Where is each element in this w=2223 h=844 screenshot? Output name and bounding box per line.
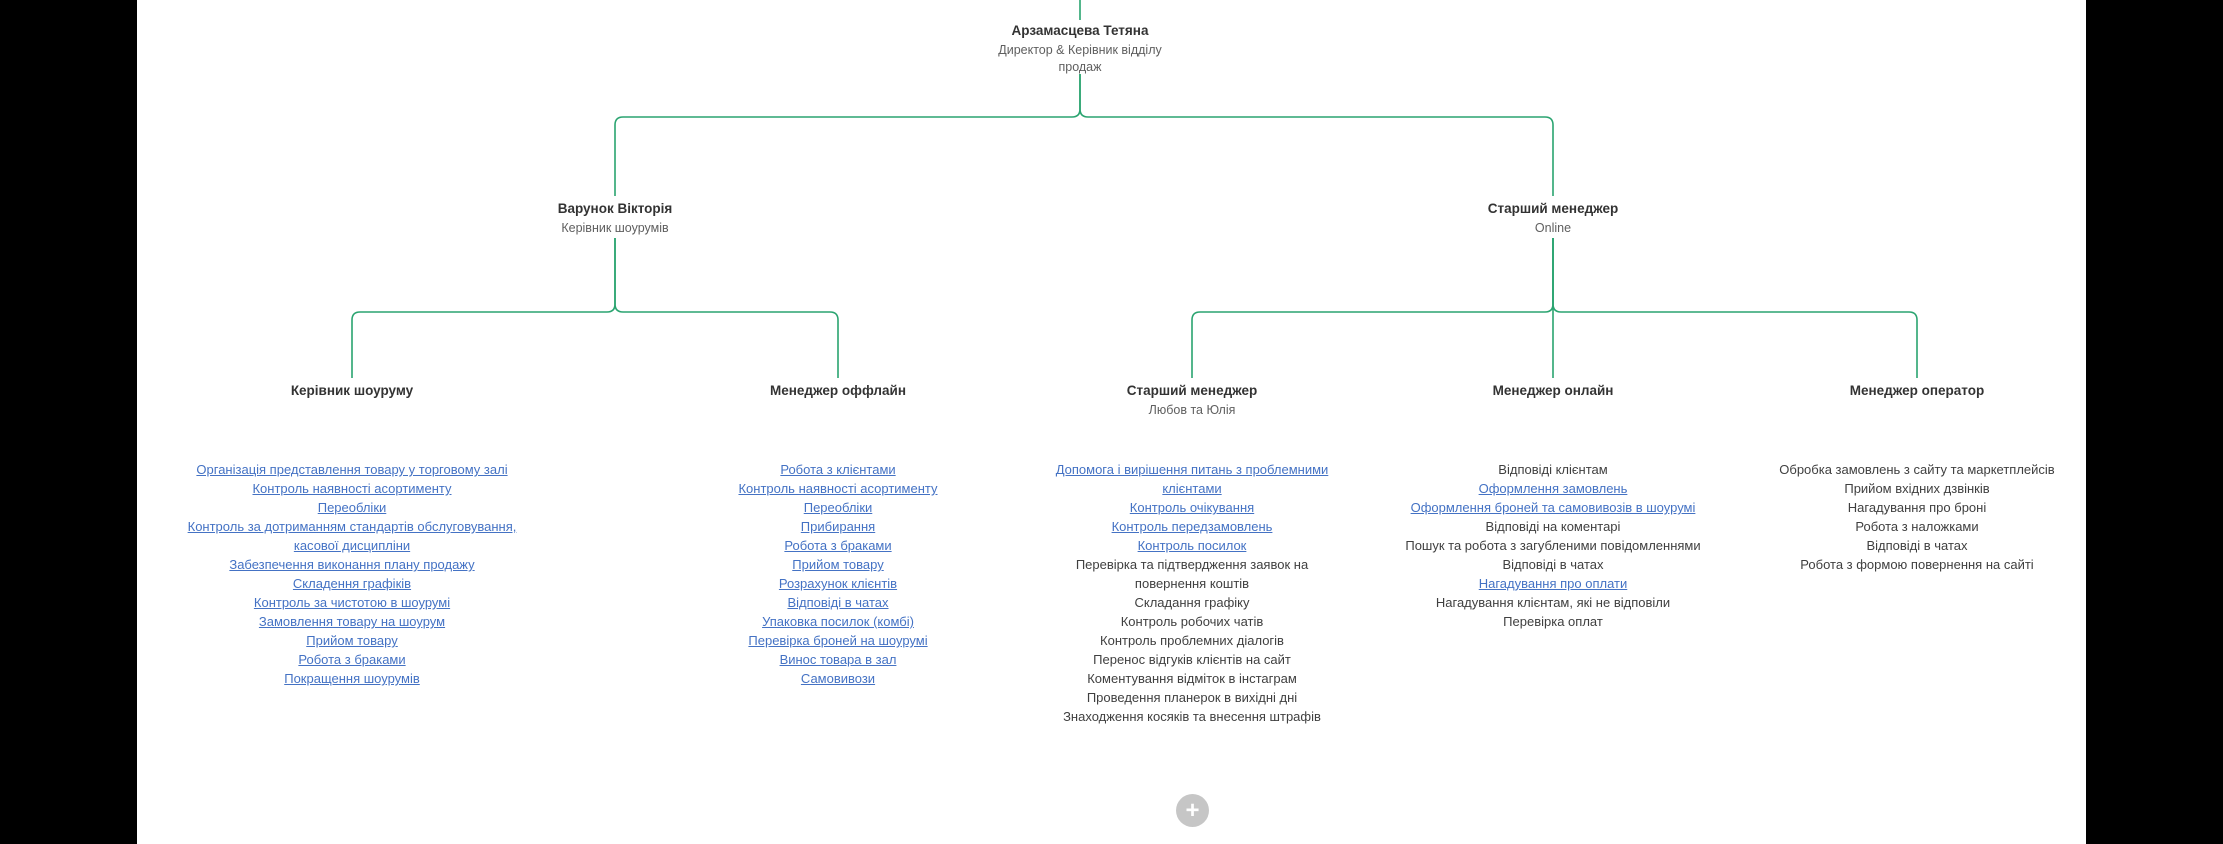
task-link[interactable]: Контроль посилок [1137,538,1247,553]
node-role: Керівник шоурумів [561,221,669,235]
task-text: Відповіді в чатах [1502,557,1604,572]
task-text: Прийом вхідних дзвінків [1844,481,1990,496]
task-text: Перевірка та підтвердження заявок на пов… [1075,557,1309,591]
task-link[interactable]: Прийом товару [306,633,398,648]
node-name: Арзамасцева Тетяна [1011,23,1149,38]
task-link[interactable]: Робота з клієнтами [780,462,896,477]
task-list-manager-operator: Обробка замовлень з сайту та маркетплейс… [1762,460,2072,574]
task-link[interactable]: Відповіді в чатах [787,595,889,610]
task-link[interactable]: Складення графіків [292,576,412,591]
task-text: Контроль проблемних діалогів [1100,633,1284,648]
task-link[interactable]: Прибирання [800,519,876,534]
task-link[interactable]: Контроль передзамовлень [1111,519,1273,534]
task-text: Контроль робочих чатів [1120,614,1264,629]
task-link[interactable]: Контроль за дотриманням стандартів обслу… [187,519,517,553]
org-node-branch-offline[interactable]: Варунок Вікторія Керівник шоурумів [500,200,730,237]
task-link[interactable]: Допомога і вирішення питань з проблемним… [1055,462,1329,496]
task-link[interactable]: Самовивози [800,671,876,686]
team-title: Керівник шоуруму [290,383,414,398]
node-role: Online [1534,221,1572,235]
task-link[interactable]: Упаковка посилок (комбі) [762,614,914,629]
node-role: Директор & Керівник відділу продаж [998,43,1162,74]
task-link[interactable]: Забезпечення виконання плану продажу [229,557,475,572]
task-text: Перенос відгуків клієнтів на сайт [1093,652,1291,667]
team-head-manager-online[interactable]: Менеджер онлайн [1388,382,1718,399]
task-text: Відповіді клієнтам [1498,462,1608,477]
task-text: Нагадування клієнтам, які не відповіли [1435,595,1671,610]
task-link[interactable]: Нагадування про оплати [1478,576,1628,591]
task-text: Робота з наложками [1855,519,1979,534]
plus-icon: + [1185,797,1200,824]
task-text: Складання графіку [1134,595,1250,610]
team-title: Менеджер онлайн [1492,383,1614,398]
task-link[interactable]: Винос товара в зал [779,652,897,667]
task-text: Знаходження косяків та внесення штрафів [1063,709,1321,724]
task-link[interactable]: Контроль за чистотою в шоурумі [253,595,451,610]
task-text: Нагадування про броні [1847,500,1987,515]
task-link[interactable]: Контроль наявності асортименту [738,481,938,496]
add-node-button[interactable]: + [1176,794,1209,827]
task-text: Відповіді в чатах [1866,538,1968,553]
task-link[interactable]: Робота з браками [784,538,892,553]
team-title: Менеджер оператор [1849,383,1985,398]
task-link[interactable]: Розрахунок клієнтів [778,576,898,591]
org-node-branch-online[interactable]: Старший менеджер Online [1438,200,1668,237]
task-text: Обробка замовлень з сайту та маркетплейс… [1779,462,2055,477]
task-text: Відповіді на коментарі [1485,519,1621,534]
team-head-showroom-lead[interactable]: Керівник шоуруму [182,382,522,399]
task-link[interactable]: Переобліки [317,500,387,515]
task-link[interactable]: Оформлення замовлень [1478,481,1628,496]
letterbox-right [2086,0,2223,844]
task-link[interactable]: Контроль очікування [1129,500,1255,515]
task-link[interactable]: Переобліки [803,500,873,515]
task-text: Коментування відміток в інстаграм [1087,671,1297,686]
team-subtitle: Любов та Юлія [1148,403,1236,417]
task-link[interactable]: Перевірка броней на шоурумі [748,633,928,648]
org-node-root[interactable]: Арзамасцева Тетяна Директор & Керівник в… [985,22,1175,76]
task-text: Пошук та робота з загубленими повідомлен… [1405,538,1701,553]
team-head-manager-operator[interactable]: Менеджер оператор [1762,382,2072,399]
team-title: Менеджер оффлайн [770,383,906,398]
letterbox-left [0,0,137,844]
node-name: Старший менеджер [1487,201,1619,216]
task-link[interactable]: Оформлення броней та самовивозів в шоуру… [1410,500,1696,515]
task-list-showroom-lead: Організація представлення товару у торго… [182,460,522,688]
task-link[interactable]: Організація представлення товару у торго… [196,462,508,477]
team-head-senior-manager[interactable]: Старший менеджер Любов та Юлія [1047,382,1337,419]
task-link[interactable]: Робота з браками [298,652,406,667]
node-name: Варунок Вікторія [557,201,673,216]
task-text: Проведення планерок в вихідні дні [1086,690,1298,705]
task-link[interactable]: Покращення шоурумів [284,671,420,686]
team-head-manager-offline[interactable]: Менеджер оффлайн [708,382,968,399]
task-list-senior-manager: Допомога і вирішення питань з проблемним… [1047,460,1337,726]
task-link[interactable]: Контроль наявності асортименту [252,481,452,496]
task-link[interactable]: Замовлення товару на шоурум [258,614,446,629]
team-title: Старший менеджер [1126,383,1258,398]
task-text: Перевірка оплат [1503,614,1603,629]
task-text: Робота з формою повернення на сайті [1800,557,2034,572]
task-link[interactable]: Прийом товару [792,557,884,572]
